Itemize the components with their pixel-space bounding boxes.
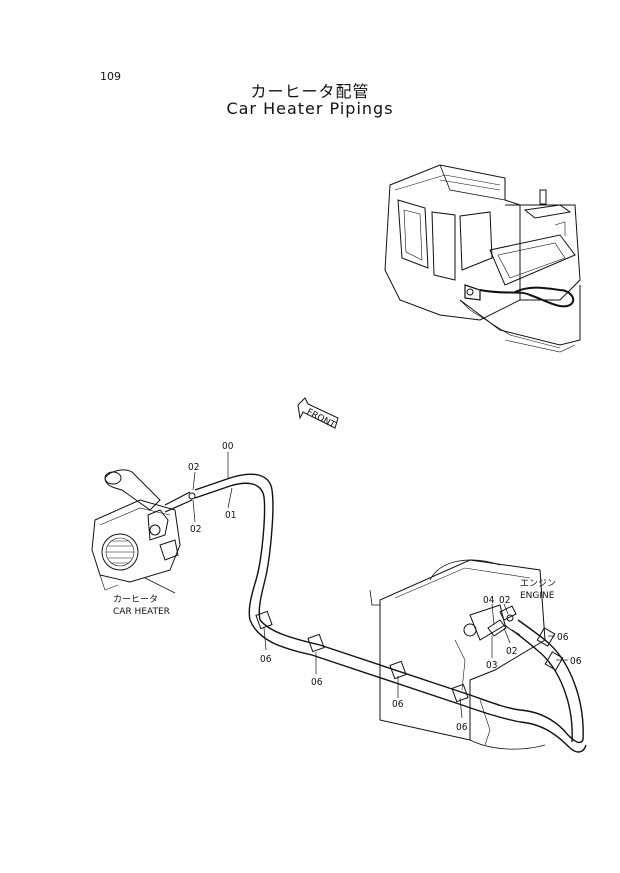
callout-02-upper: 02 xyxy=(188,462,199,473)
callout-06-b: 06 xyxy=(311,677,323,688)
front-arrow-label: FRONT xyxy=(305,407,337,430)
engine-label-en: ENGINE xyxy=(520,591,555,601)
callout-02-lower: 02 xyxy=(190,524,201,535)
car-heater-label-en: CAR HEATER xyxy=(113,607,170,617)
excavator-overview xyxy=(384,164,581,353)
callout-06-d: 06 xyxy=(456,722,468,733)
callout-04: 04 xyxy=(483,595,495,606)
page-title-english: Car Heater Pipings xyxy=(226,99,394,118)
heater-hoses xyxy=(194,473,587,753)
callout-06-e: 06 xyxy=(557,632,569,643)
callout-02-engine-lower: 02 xyxy=(506,646,517,657)
page-title-japanese: カーヒータ配管 xyxy=(250,82,370,101)
callout-06-a: 06 xyxy=(260,654,272,665)
hose-clamps xyxy=(255,610,564,703)
engine-block xyxy=(369,559,546,750)
callout-06-c: 06 xyxy=(392,699,404,710)
callout-labels: 00 02 02 01 06 06 06 06 04 02 03 02 06 0… xyxy=(188,441,582,733)
callout-01: 01 xyxy=(225,510,236,521)
callout-leader-lines xyxy=(144,452,568,719)
callout-00: 00 xyxy=(222,441,234,452)
front-direction-arrow: FRONT xyxy=(297,397,339,431)
page-number: 109 xyxy=(100,70,121,83)
engine-label-ja: エンジン xyxy=(520,579,556,589)
callout-03: 03 xyxy=(486,660,497,671)
car-heater-unit xyxy=(91,469,196,591)
component-labels: カーヒータ CAR HEATER エンジン ENGINE xyxy=(113,579,556,617)
callout-02-engine-upper: 02 xyxy=(499,595,510,606)
callout-06-f: 06 xyxy=(570,656,582,667)
car-heater-label-ja: カーヒータ xyxy=(113,594,158,605)
